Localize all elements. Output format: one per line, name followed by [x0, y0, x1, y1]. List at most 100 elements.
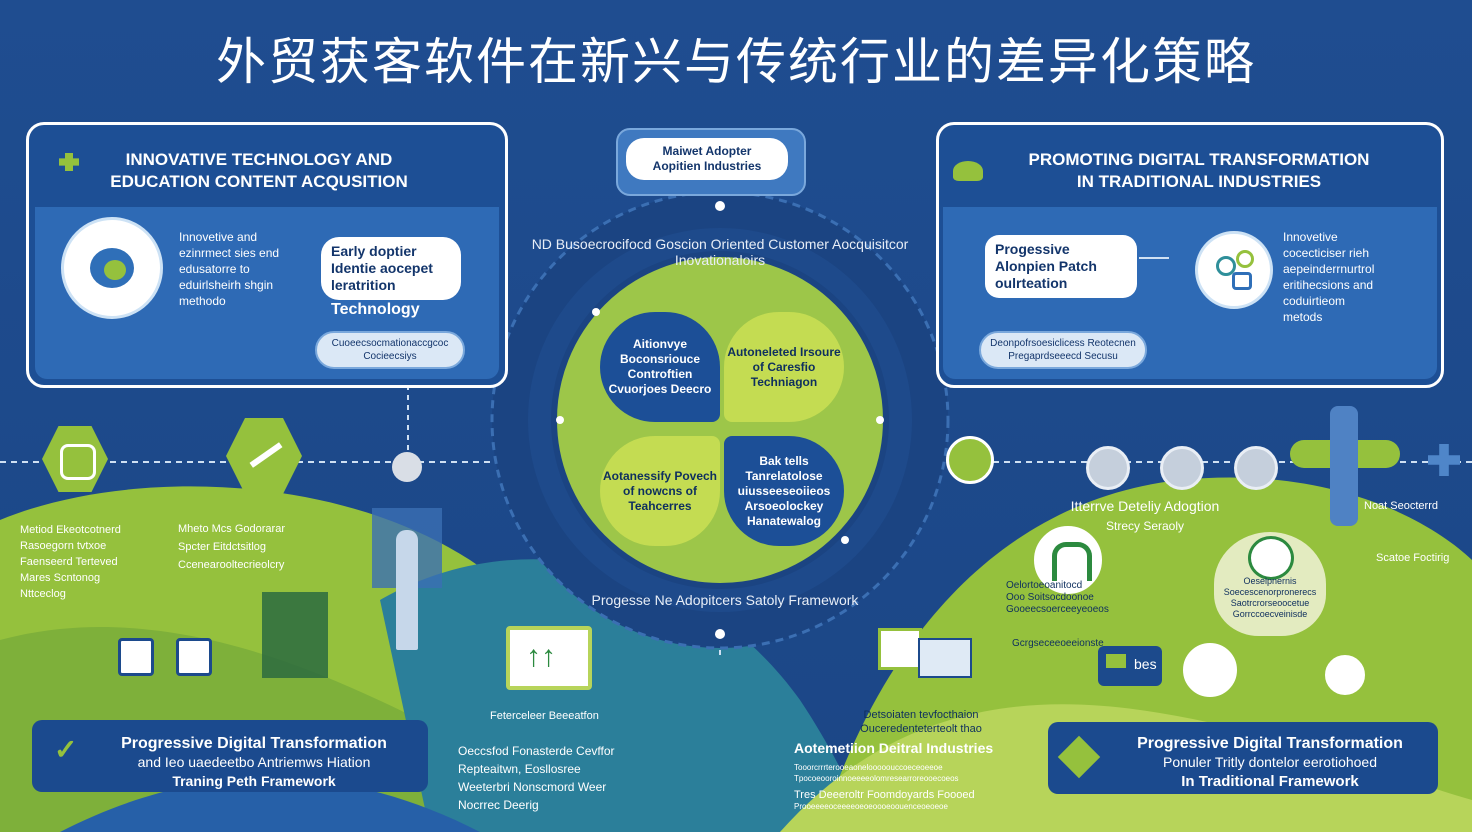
pill-line: Pregaprdseeecd Secusu — [1008, 351, 1118, 362]
body-line: ezinrmect sies end — [179, 246, 280, 260]
brain-icon — [946, 436, 994, 484]
bubble-line: Alonpien Patch — [995, 258, 1097, 274]
banner-right: Progressive Digital Transformation Ponul… — [1048, 722, 1438, 794]
left-notes-a: Metiod Ekeotcotnerd Rasoegorn tvtxoe Fae… — [20, 522, 121, 602]
server-rack-icon — [262, 592, 328, 678]
portal-icon — [1030, 522, 1106, 598]
traditional-body-text: Innovetive cocecticiser rieh aepeinderrn… — [1283, 229, 1433, 325]
market-adopter-label: Maiwet Adopter Aopitien Industries — [626, 138, 788, 180]
education-illustration-icon — [61, 217, 163, 319]
banner-line: Traning Peth Framework — [172, 773, 336, 789]
center-bottom-text: Oeccsfod Fonasterde Cevffor Repteaitwn, … — [458, 742, 615, 814]
early-adopter-bubble: Early doptier Identie aocepet leratritio… — [321, 237, 461, 300]
center-caption: Feterceleer Beeeatfon — [490, 710, 599, 722]
bubble-line: leratrition — [331, 277, 396, 293]
pill-line: Cocieecsiys — [363, 351, 417, 362]
text-line: Oeselpnernis — [1243, 576, 1297, 586]
chip-label: bes — [1134, 656, 1157, 672]
body-line: coduirtieom — [1283, 294, 1346, 308]
list-heading: Tres Deeeroltr Foomdoyards Foooed — [794, 789, 975, 801]
body-line: methodo — [179, 294, 226, 308]
banner-left: ✓ Progressive Digital Transformation and… — [32, 720, 428, 792]
footer-label: Gcrgseceeoeeionste — [1012, 638, 1104, 649]
traditional-panel: PROMOTING DIGITAL TRANSFORMATION IN TRAD… — [936, 122, 1444, 388]
tablet-icon — [176, 638, 212, 676]
gear-icon — [1180, 640, 1240, 700]
robot-body-icon — [1330, 406, 1358, 526]
body-line: eritihecsions and — [1283, 278, 1374, 292]
document-hex-icon — [42, 426, 108, 492]
note-line: Mheto Mcs Godorarar — [178, 523, 285, 535]
text-line: Soecescenorpronerecs — [1223, 587, 1317, 597]
traditional-panel-heading: PROMOTING DIGITAL TRANSFORMATION IN TRAD… — [999, 149, 1399, 193]
text-line: Gooeecsoerceeyeoeos — [1006, 604, 1109, 615]
body-line: eduirlsheirh shgin — [179, 278, 274, 292]
body-line: Innovetive — [1283, 230, 1338, 244]
side-note: Scatoe Foctirig — [1376, 552, 1450, 564]
body-line: cocecticiser rieh — [1283, 246, 1370, 260]
adoption-strategy-title: Itterrve Deteliy Adogtion Strecy Seraoly — [1040, 496, 1250, 536]
connector-arrow — [1139, 257, 1169, 259]
quadrant-bottom-left: Aotanessify Povech of nowcns of Teahcerr… — [600, 436, 720, 546]
bubble-line: oulrteation — [995, 275, 1068, 291]
text-line: Ooo Soitsocdoonoe — [1006, 592, 1094, 603]
industries-caption: Detsoiaten tevfocthaion Ouceredenteterte… — [856, 708, 986, 736]
pill-line: Deonpofrsoesiclicess Reotecnen — [990, 338, 1136, 349]
left-small-text: Oelortoeoanitocd Ooo Soitsocdoonoe Gooee… — [1006, 580, 1109, 616]
side-note: Noat Seocterrd — [1364, 500, 1438, 512]
text-line: Weeterbri Nonscmord Weer — [458, 780, 607, 794]
industries-title: Aotemetiion Deitral Industries — [794, 740, 994, 756]
label-line: Maiwet Adopter — [662, 144, 752, 158]
quadrant-bottom-right: Bak tells Tanrelatolose uiusseeseoiieos … — [724, 436, 844, 546]
heading-line: EDUCATION CONTENT ACQUSITION — [110, 172, 408, 191]
traditional-pill: Deonpofrsoesiclicess Reotecnen Pregaprds… — [979, 331, 1147, 369]
node-icon — [392, 452, 422, 482]
node-icon — [1086, 446, 1130, 490]
body-line: Innovetive and — [179, 230, 258, 244]
banner-line: and Ieo uaedeetbo Antriemws Hiation — [137, 754, 371, 770]
label-line: Aopitien Industries — [652, 159, 762, 173]
innovation-panel: INNOVATIVE TECHNOLOGY AND EDUCATION CONT… — [26, 122, 508, 388]
innovation-pill: Cuoeecsocmationaccgcoc Cocieecsiys — [315, 331, 465, 369]
note-line: Spcter Eitdctsitlog — [178, 541, 267, 553]
person-icon — [396, 530, 418, 650]
note-line: Faenseerd Terteved — [20, 556, 118, 568]
page-title: 外贸获客软件在新兴与传统行业的差异化策略 — [216, 33, 1256, 91]
check-person-icon: ✓ — [54, 734, 78, 765]
heading-line: IN TRADITIONAL INDUSTRIES — [1076, 172, 1322, 191]
node-icon — [1160, 446, 1204, 490]
title-line: Strecy Seraoly — [1105, 519, 1185, 533]
puzzle-icon — [59, 153, 79, 171]
upload-arrows-icon: ↑↑ — [506, 626, 592, 690]
strategy-circle: Oeselpnernis Soecescenorpronerecs Saotrc… — [1214, 532, 1326, 636]
left-notes-b: Mheto Mcs Godorarar Spcter Eitdctsitlog … — [178, 520, 285, 574]
list-line: Prooeeeeoceeeeoeoeoooeoouenceoeoeoe — [794, 802, 948, 811]
ring-text-top: ND Busoecrocifocd Goscion Oriented Custo… — [531, 236, 909, 268]
bubble-line: Early doptier — [331, 243, 417, 259]
caption-line: Ouceredenteterteolt thao — [860, 723, 982, 735]
tablet-icon — [118, 638, 154, 676]
text-line: Nocrrec Deerig — [458, 798, 539, 812]
banner-line: Ponuler Tritly dontelor eerotiohoed — [1162, 754, 1378, 770]
heading-line: PROMOTING DIGITAL TRANSFORMATION — [1028, 150, 1370, 169]
globe-icon — [1322, 652, 1368, 698]
chip-icon: bes — [1098, 646, 1162, 686]
chart-card-icon — [918, 638, 972, 678]
note-line: Metiod Ekeotcotnerd — [20, 524, 121, 536]
innovation-panel-heading: INNOVATIVE TECHNOLOGY AND EDUCATION CONT… — [89, 149, 429, 193]
industries-list: Tooorcrrrterooeaonelooooouccoeceoeeoe Tp… — [794, 762, 1044, 812]
body-line: metods — [1283, 310, 1323, 324]
text-line: Repteaitwn, Eosllosree — [458, 762, 581, 776]
note-line: Mares Scntonog — [20, 572, 101, 584]
banner-line: In Traditional Framework — [1181, 773, 1359, 790]
pill-line: Cuoeecsocmationaccgcoc — [331, 338, 449, 349]
caption-line: Detsoiaten tevfocthaion — [863, 709, 979, 721]
text-line: Oelortoeoanitocd — [1006, 580, 1083, 591]
market-adopter-frame: Maiwet Adopter Aopitien Industries — [616, 128, 806, 196]
banner-line: Progressive Digital Transformation — [1137, 735, 1403, 752]
technology-label: Technology — [331, 301, 420, 318]
center-teal-wave — [380, 559, 870, 832]
bubble-line: Identie aocepet — [331, 260, 433, 276]
heading-line: INNOVATIVE TECHNOLOGY AND — [125, 150, 393, 169]
banner-line: Progressive Digital Transformation — [121, 735, 387, 752]
